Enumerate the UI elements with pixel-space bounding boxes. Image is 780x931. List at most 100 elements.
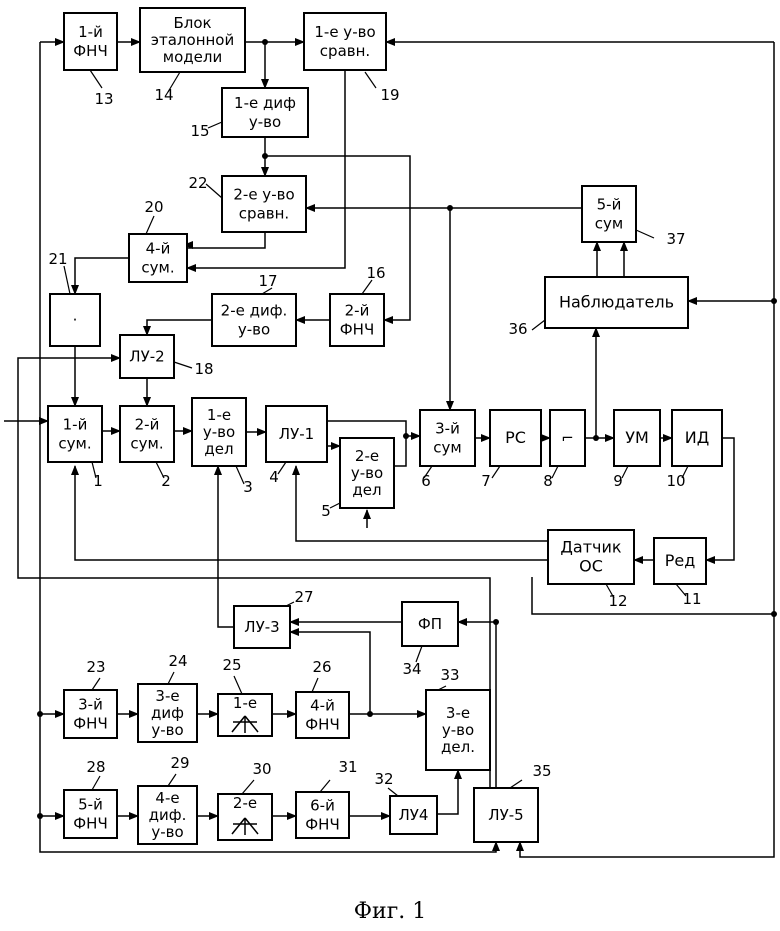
block-5-label-line: у-во: [351, 464, 383, 482]
block-8-label-line: ⌐: [561, 429, 574, 447]
block-21: ·: [50, 294, 100, 346]
block-14-label-line: Блок: [173, 14, 211, 32]
block-3-label-line: у-во: [203, 423, 235, 441]
block-10: ИД: [672, 410, 722, 466]
block-number-35: 35: [532, 762, 551, 780]
block-8: ⌐: [550, 410, 585, 466]
block-30-label-line: 2-е: [233, 794, 257, 812]
block-number-1: 1: [93, 472, 103, 490]
block-number-29: 29: [170, 754, 189, 772]
block-14: Блокэталонноймодели: [140, 8, 245, 72]
block-16-label-line: 2-й: [345, 302, 370, 320]
block-23: 3-йФНЧ: [64, 690, 117, 738]
block-36-label-line: Наблюдатель: [559, 293, 674, 312]
block-34-label-line: ФП: [418, 615, 442, 633]
block-22-label-line: 2-е у-во: [233, 186, 294, 204]
block-33-label-line: 3-е: [446, 704, 470, 722]
block-number-24: 24: [168, 652, 187, 670]
block-number-32: 32: [374, 770, 393, 788]
block-31-label-line: 6-й: [310, 797, 335, 815]
block-3: 1-еу-водел: [192, 398, 246, 466]
block-number-6: 6: [421, 472, 431, 490]
block-4-label-line: ЛУ-1: [279, 425, 314, 443]
block-36: Наблюдатель: [545, 277, 688, 328]
block-1: 1-йсум.: [48, 406, 102, 462]
block-37: 5-йсум: [582, 186, 636, 242]
block-33-label-line: дел.: [441, 738, 475, 756]
block-34: ФП: [402, 602, 458, 646]
block-number-33: 33: [440, 666, 459, 684]
block-18-label-line: ЛУ-2: [129, 348, 164, 366]
block-28: 5-йФНЧ: [64, 790, 117, 838]
block-number-27: 27: [294, 588, 313, 606]
block-16-label-line: ФНЧ: [340, 321, 374, 339]
block-7-label-line: РС: [505, 428, 526, 447]
block-number-26: 26: [312, 658, 331, 676]
block-13: 1-йФНЧ: [64, 13, 117, 70]
block-11: Ред: [654, 538, 706, 584]
block-33-label-line: у-во: [442, 721, 474, 739]
block-28-label-line: ФНЧ: [73, 815, 107, 833]
block-number-12: 12: [608, 592, 627, 610]
block-6-label-line: сум: [433, 439, 461, 457]
block-6: 3-йсум: [420, 410, 475, 466]
block-number-31: 31: [338, 758, 357, 776]
block-3-label-line: дел: [204, 440, 233, 458]
block-27-label-line: ЛУ-3: [244, 618, 279, 636]
block-22-label-line: сравн.: [239, 205, 289, 223]
block-6-label-line: 3-й: [435, 420, 460, 438]
block-number-15: 15: [190, 122, 209, 140]
block-17-label-line: 2-е диф.: [221, 302, 288, 320]
block-19-label-line: 1-е у-во: [314, 23, 375, 41]
block-24: 3-едифу-во: [138, 684, 197, 742]
block-24-label-line: диф: [151, 704, 184, 722]
block-14-label-line: эталонной: [151, 31, 234, 49]
block-37-label-line: 5-й: [597, 196, 622, 214]
block-31-label-line: ФНЧ: [305, 816, 339, 834]
block-5-label-line: дел: [352, 481, 381, 499]
block-number-30: 30: [252, 760, 271, 778]
block-28-label-line: 5-й: [78, 796, 103, 814]
block-number-7: 7: [481, 472, 491, 490]
block-20-label-line: 4-й: [146, 240, 171, 258]
block-13-label-line: 1-й: [78, 23, 103, 41]
block-3-label-line: 1-е: [207, 406, 231, 424]
block-number-36: 36: [508, 320, 527, 338]
block-18: ЛУ-2: [120, 335, 174, 378]
block-number-13: 13: [94, 90, 113, 108]
block-31: 6-йФНЧ: [296, 792, 349, 838]
block-number-22: 22: [188, 174, 207, 192]
block-number-18: 18: [194, 360, 213, 378]
block-number-10: 10: [666, 472, 685, 490]
block-26-label-line: 4-й: [310, 697, 335, 715]
block-12-label-line: ОС: [579, 557, 603, 576]
block-24-label-line: у-во: [151, 721, 183, 739]
block-22: 2-е у-восравн.: [222, 176, 306, 232]
block-17: 2-е диф.у-во: [212, 294, 296, 346]
block-26-label-line: ФНЧ: [305, 716, 339, 734]
block-23-label-line: 3-й: [78, 696, 103, 714]
block-number-25: 25: [222, 656, 241, 674]
block-number-17: 17: [258, 272, 277, 290]
block-20: 4-йсум.: [129, 234, 187, 282]
block-12: ДатчикОС: [548, 530, 634, 584]
block-2-label-line: 2-й: [135, 416, 160, 434]
block-26: 4-йФНЧ: [296, 692, 349, 738]
block-27: ЛУ-3: [234, 606, 290, 648]
block-13-label-line: ФНЧ: [73, 42, 107, 60]
block-23-label-line: ФНЧ: [73, 715, 107, 733]
figure-caption: Фиг. 1: [354, 899, 426, 924]
block-17-label-line: у-во: [238, 321, 270, 339]
wire-32-33: [437, 770, 458, 814]
block-20-label-line: сум.: [141, 259, 174, 277]
block-32-label-line: ЛУ4: [399, 806, 429, 824]
block-25-label-line: 1-е: [233, 694, 257, 712]
block-number-14: 14: [154, 86, 173, 104]
block-number-9: 9: [613, 472, 623, 490]
block-10-label-line: ИД: [685, 428, 709, 447]
block-number-20: 20: [144, 198, 163, 216]
block-5-label-line: 2-е: [355, 447, 379, 465]
wire-17-18: [147, 320, 212, 335]
wire-12-fb-1: [75, 466, 548, 560]
